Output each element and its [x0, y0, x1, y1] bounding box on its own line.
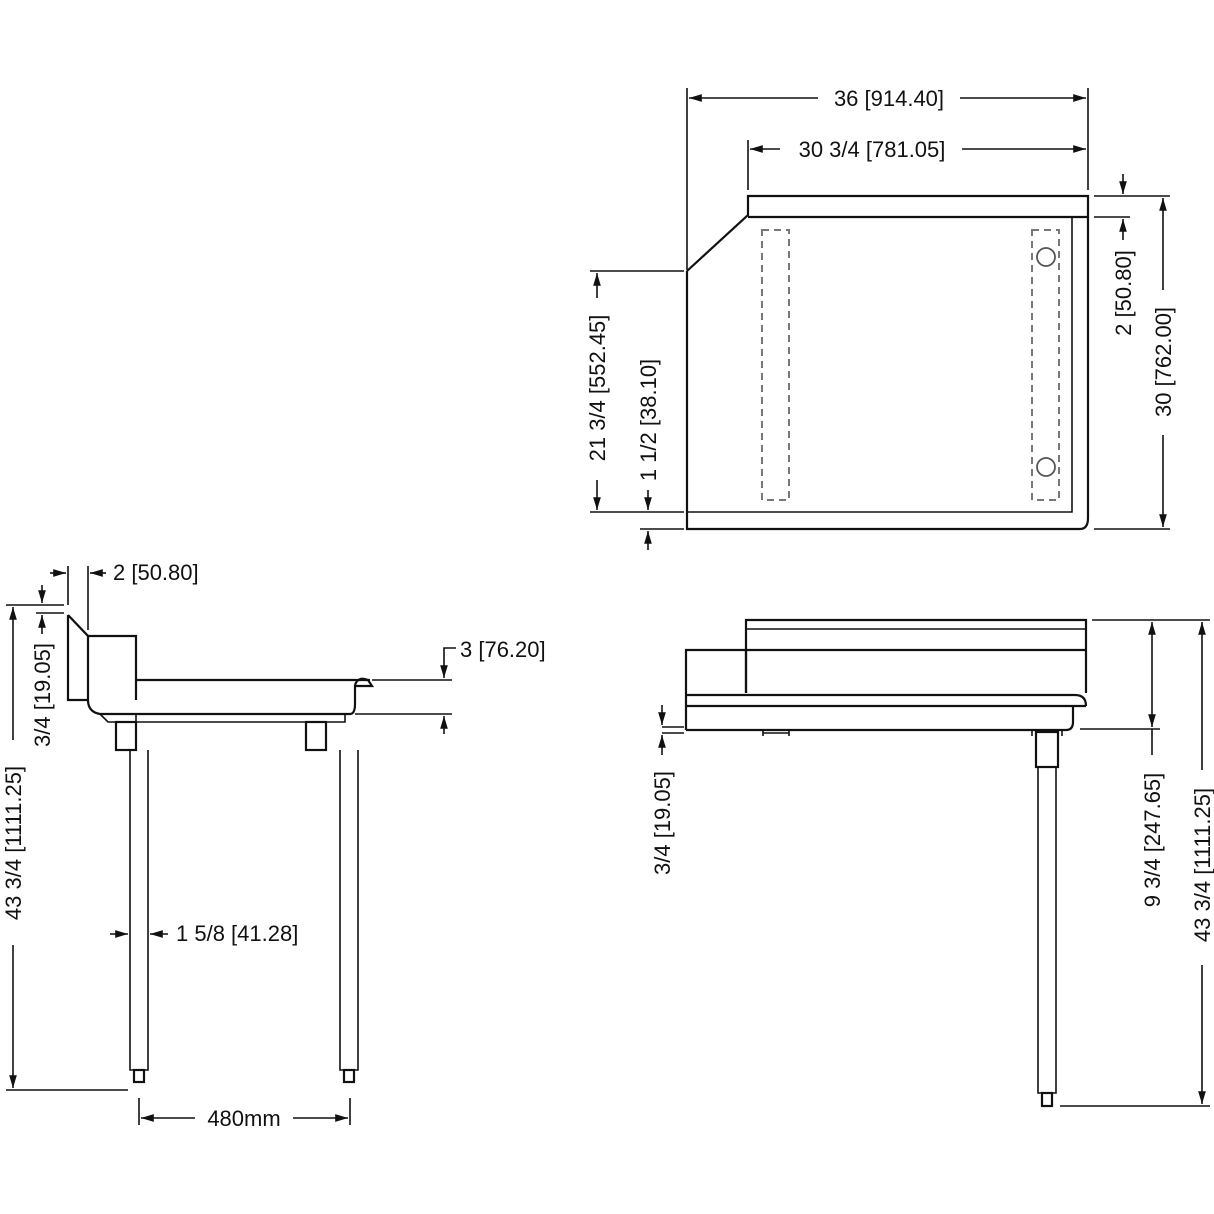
leg-foot	[132, 1068, 146, 1084]
dim-straight-width: 30 3/4 [781.05]	[799, 137, 946, 162]
dim-bottom-lip: 3/4 [19.05]	[650, 771, 675, 875]
dim-leg-spacing: 480mm	[207, 1106, 280, 1131]
dim-splash-tip: 3/4 [19.05]	[30, 643, 55, 747]
leg-foot	[1040, 1091, 1054, 1108]
dim-rim-height: 3 [76.20]	[460, 637, 546, 662]
side-view: 2 [50.80] 3/4 [19.05] 43 3/4 [1111.25] 3…	[1, 560, 546, 1131]
leg-hole-icon	[1036, 457, 1056, 477]
leg-hole-icon	[1036, 247, 1056, 267]
dim-backsplash-depth: 2 [50.80]	[1111, 250, 1136, 336]
dim-front-rim: 1 1/2 [38.10]	[636, 359, 661, 481]
crossbar-right	[1031, 229, 1060, 501]
dim-overall-width: 36 [914.40]	[834, 86, 944, 111]
dim-overall-depth: 30 [762.00]	[1151, 307, 1176, 417]
dim-overall-height-front: 43 3/4 [1111.25]	[1190, 788, 1214, 942]
dim-backsplash-height: 9 3/4 [247.65]	[1140, 773, 1165, 908]
dim-angled-edge-depth: 21 3/4 [552.45]	[585, 315, 610, 462]
dim-splash-offset: 2 [50.80]	[113, 560, 199, 585]
crossbar-left	[761, 229, 790, 501]
top-view: 36 [914.40] 30 3/4 [781.05] 30 [762.00] …	[585, 86, 1176, 550]
front-view: 3/4 [19.05] 9 3/4 [247.65] 43 3/4 [1111.…	[650, 618, 1214, 1108]
dim-overall-height-side: 43 3/4 [1111.25]	[1, 766, 26, 920]
dim-leg-diameter: 1 5/8 [41.28]	[176, 921, 298, 946]
leg-foot	[342, 1068, 356, 1084]
